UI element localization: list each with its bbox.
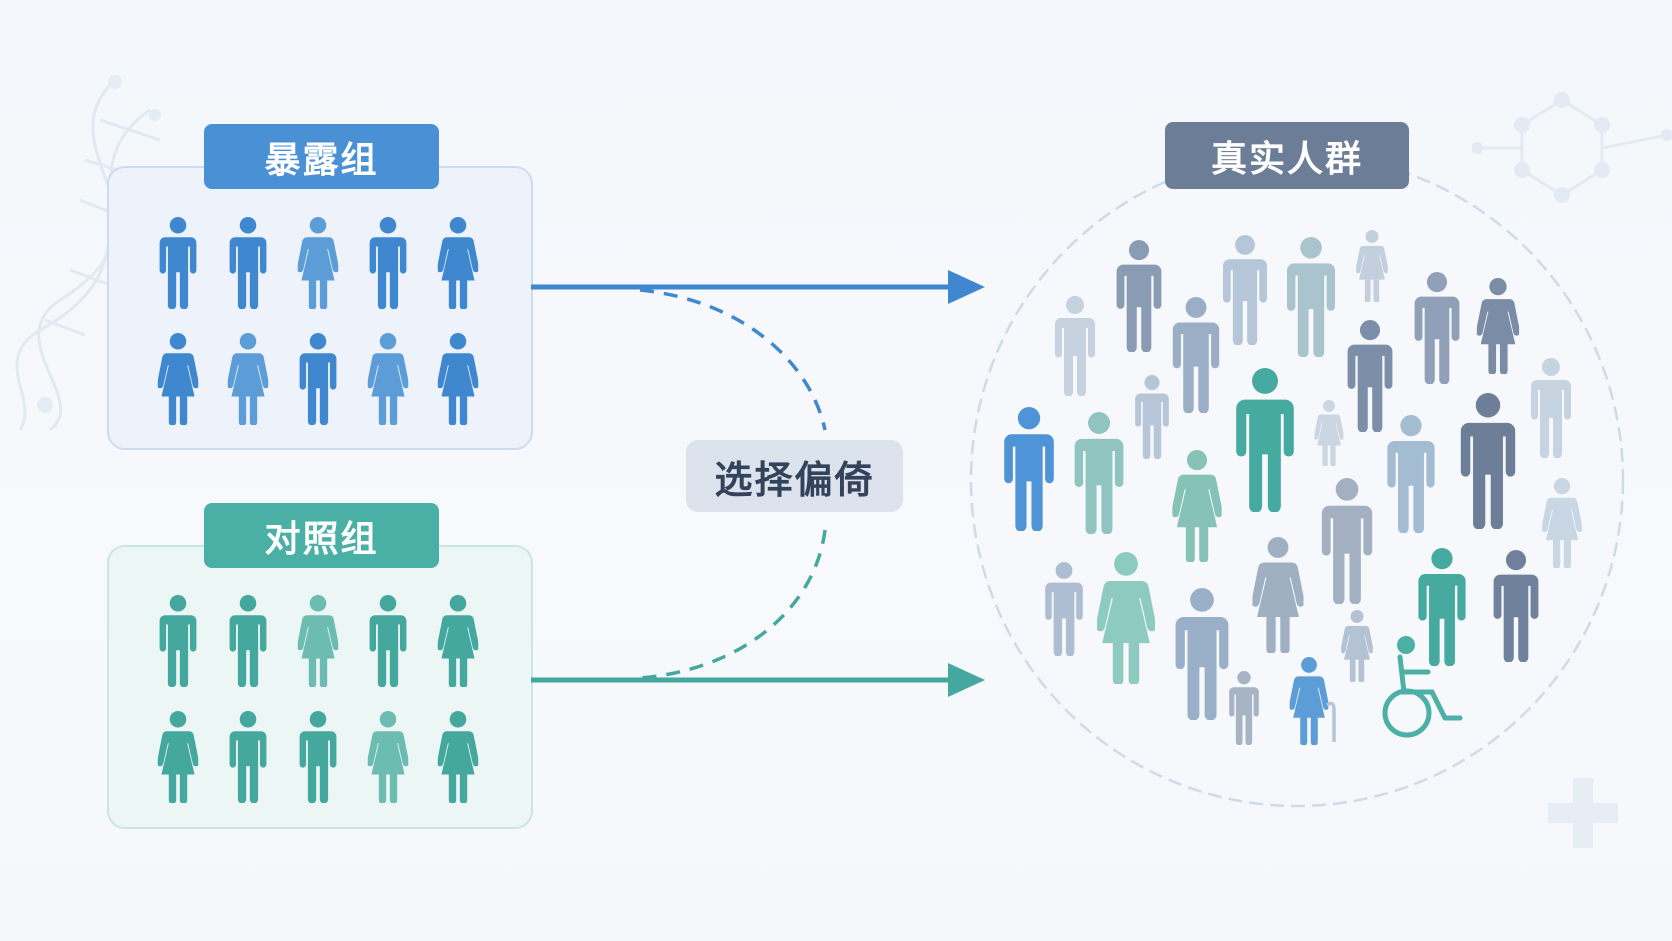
exposed-group-label: 暴露组 (204, 124, 439, 189)
person-icon (297, 595, 339, 687)
person-icon (229, 595, 267, 687)
person-icon (369, 595, 407, 687)
person-icon (369, 217, 407, 309)
person-icon (159, 217, 197, 309)
person-icon (299, 333, 337, 425)
person-icon (229, 711, 267, 803)
person-icon (227, 333, 269, 425)
control-group-label: 对照组 (204, 503, 439, 568)
cane-icon (1325, 701, 1336, 742)
person-icon (437, 595, 479, 687)
real-population-label: 真实人群 (1165, 122, 1409, 189)
person-icon (297, 217, 339, 309)
person-icon (437, 217, 479, 309)
person-icon (367, 711, 409, 803)
bias-curve-upper (639, 288, 827, 431)
person-icon (437, 333, 479, 425)
person-icon (299, 711, 337, 803)
person-icon (367, 333, 409, 425)
dna-icon (15, 75, 161, 430)
person-icon (437, 711, 479, 803)
person-icon (229, 217, 267, 309)
molecule-icon (1472, 92, 1672, 203)
plus-icon (1548, 778, 1618, 848)
selection-bias-label: 选择偏倚 (686, 440, 903, 512)
person-icon (157, 711, 199, 803)
person-icon (157, 333, 199, 425)
exposed-arrow (531, 270, 985, 304)
person-icon (159, 595, 197, 687)
bias-curve-lower (639, 529, 827, 680)
wheelchair-icon (1382, 636, 1463, 738)
control-arrow (531, 663, 985, 697)
